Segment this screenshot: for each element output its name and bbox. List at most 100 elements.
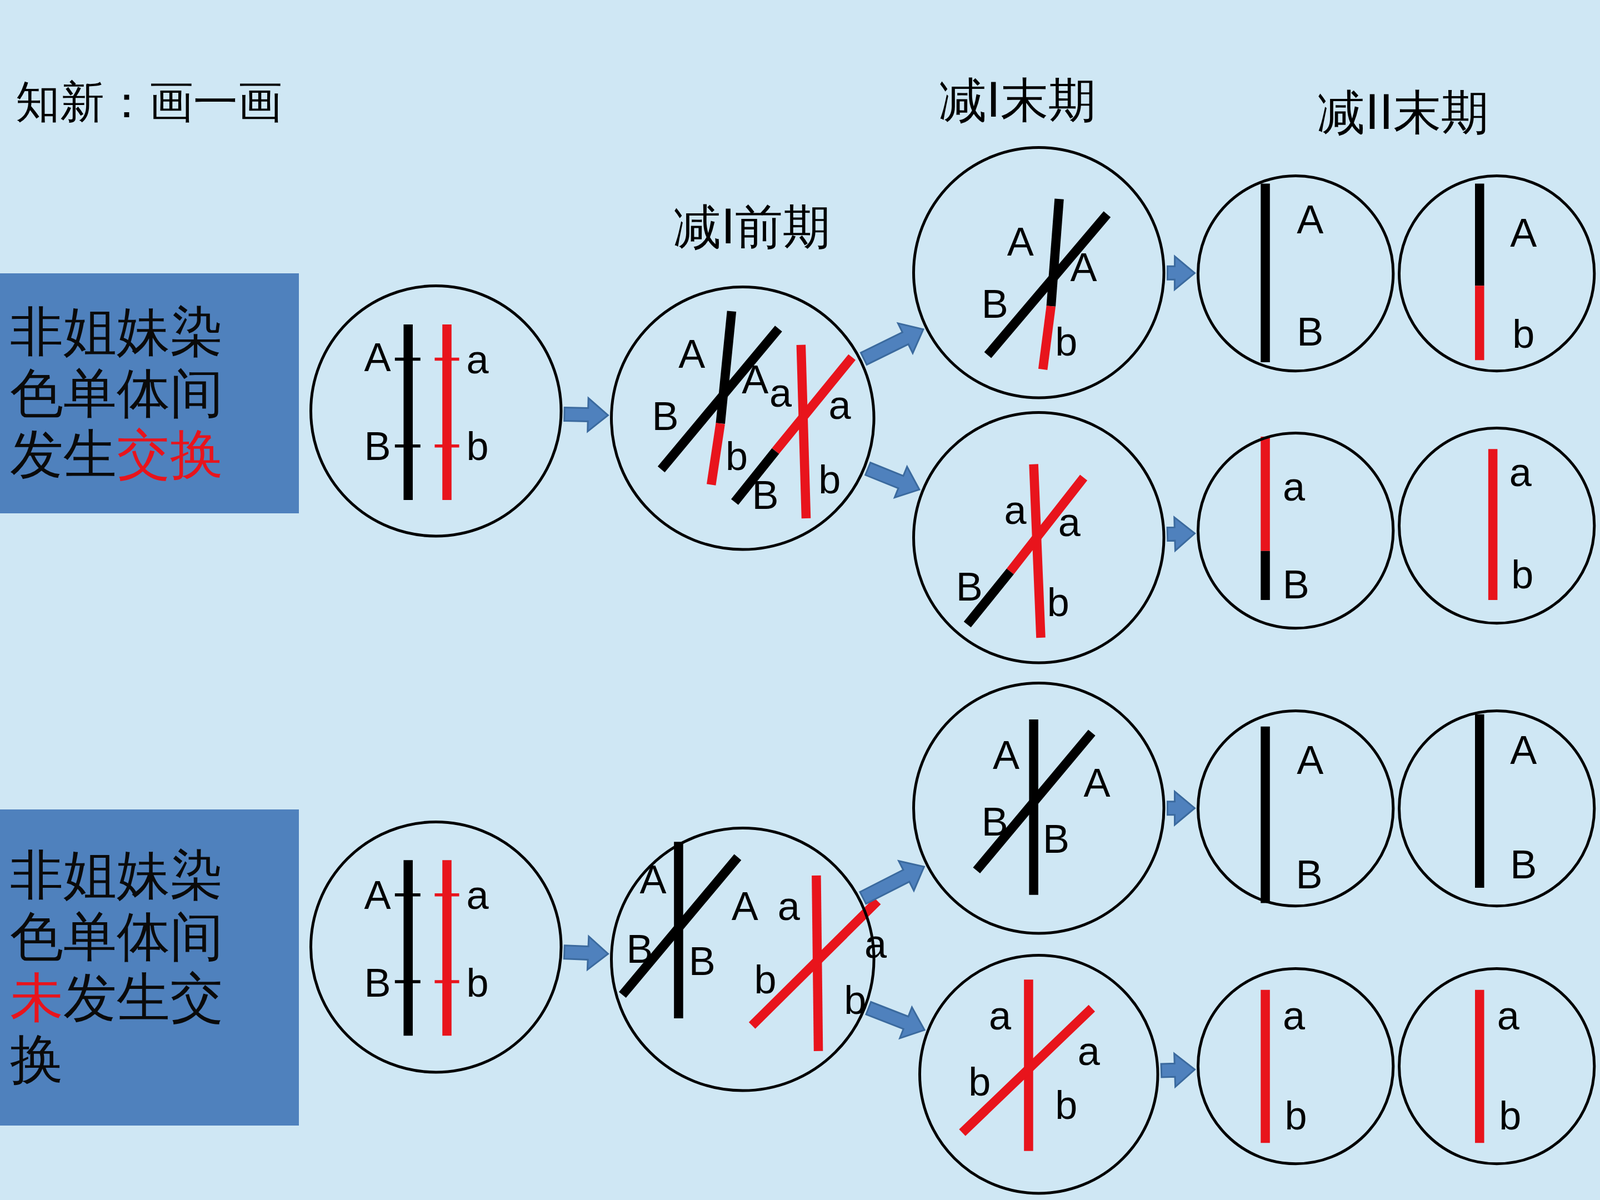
chromosome-strand bbox=[1260, 436, 1270, 552]
cell-circle: AB bbox=[1196, 174, 1395, 373]
allele-label: a bbox=[988, 995, 1012, 1036]
chromosome-strand bbox=[434, 980, 459, 984]
cell-circle: ab bbox=[1397, 967, 1596, 1165]
cell-circle: aB bbox=[1196, 431, 1395, 630]
allele-label: B bbox=[981, 801, 1009, 842]
chromosome-strand bbox=[395, 357, 421, 362]
allele-label: b bbox=[466, 962, 489, 1003]
text-char: 体 bbox=[116, 905, 170, 968]
stage-label: 减I前期 bbox=[673, 200, 831, 253]
allele-label: B bbox=[1296, 311, 1324, 352]
allele-label: B bbox=[981, 283, 1009, 324]
allele-label: a bbox=[1282, 995, 1305, 1036]
allele-label: b bbox=[1511, 554, 1534, 595]
allele-label: a bbox=[1282, 466, 1305, 507]
allele-label: b bbox=[968, 1061, 991, 1102]
chromosome-strand bbox=[1260, 726, 1270, 904]
cell-circle: aabb bbox=[918, 953, 1159, 1195]
chromosome-strand bbox=[1260, 551, 1270, 600]
cell-membrane bbox=[1399, 427, 1595, 623]
cell-membrane bbox=[310, 821, 562, 1073]
allele-label: b bbox=[1512, 313, 1535, 354]
text-char: 发 bbox=[63, 966, 117, 1029]
allele-label: A bbox=[1007, 221, 1034, 262]
chromosome-strand bbox=[1475, 183, 1485, 287]
chromosome-strand bbox=[434, 357, 459, 362]
allele-label: A bbox=[1510, 212, 1537, 253]
text-char: 姐 bbox=[63, 300, 117, 363]
block-arrow bbox=[1161, 1053, 1195, 1087]
chromosome-strand bbox=[976, 732, 1093, 871]
text-char: 妹 bbox=[116, 300, 170, 363]
cell-outline bbox=[912, 146, 1166, 400]
text-char: 交 bbox=[170, 966, 224, 1029]
cell-membrane bbox=[611, 827, 875, 1091]
cell-outline bbox=[309, 284, 563, 538]
cell-circle: AaBb bbox=[309, 284, 563, 538]
text-char: 妹 bbox=[116, 843, 170, 907]
allele-label: A bbox=[1083, 762, 1110, 803]
allele-label: B bbox=[1282, 564, 1310, 605]
chromosome-strand bbox=[1475, 714, 1485, 888]
cell-circle: AAaaBbBb bbox=[610, 285, 876, 552]
cell-membrane bbox=[1198, 968, 1394, 1164]
allele-label: b bbox=[754, 959, 777, 1000]
text-char: 未 bbox=[10, 966, 64, 1029]
chromosome-strand bbox=[1475, 990, 1485, 1144]
allele-label: B bbox=[752, 475, 779, 515]
block-arrow bbox=[861, 323, 924, 365]
cell-outline bbox=[912, 411, 1166, 665]
allele-label: B bbox=[626, 928, 654, 969]
chromosome-strand bbox=[1475, 285, 1485, 360]
allele-label: B bbox=[1042, 818, 1070, 859]
chromosome-strand bbox=[1051, 198, 1060, 307]
text-char: 非 bbox=[10, 300, 64, 363]
allele-label: B bbox=[688, 941, 716, 982]
allele-label: b bbox=[1047, 582, 1070, 623]
cell-outline bbox=[309, 820, 563, 1074]
text-char: 发 bbox=[10, 423, 64, 486]
allele-label: A bbox=[741, 359, 769, 400]
condition-text: 非姐妹染色单体间未发生交换 bbox=[10, 844, 234, 1090]
cell-membrane bbox=[1399, 968, 1595, 1164]
allele-label: b bbox=[1498, 1095, 1522, 1136]
cell-circle: AABBaabb bbox=[610, 826, 876, 1093]
allele-label: a bbox=[1497, 995, 1520, 1036]
cell-membrane bbox=[611, 287, 875, 550]
allele-label: b bbox=[1055, 1085, 1078, 1125]
allele-label: a bbox=[828, 385, 852, 425]
chromosome-strand bbox=[403, 860, 413, 1036]
allele-label: B bbox=[364, 426, 392, 467]
block-arrow bbox=[1167, 791, 1195, 825]
cell-circle: ab bbox=[1397, 426, 1596, 625]
cell-outline bbox=[912, 681, 1166, 935]
chromosome-strand bbox=[1488, 448, 1498, 600]
allele-label: a bbox=[864, 923, 887, 964]
cell-circle: AaBb bbox=[309, 820, 563, 1074]
cell-membrane bbox=[1198, 710, 1394, 906]
block-arrow bbox=[1167, 256, 1195, 290]
condition-text: 非姐妹染色单体间发生交换 bbox=[10, 301, 234, 485]
allele-label: b bbox=[1055, 321, 1078, 362]
cell-membrane bbox=[1399, 710, 1595, 906]
cell-circle: AB bbox=[1397, 709, 1596, 908]
chromosome-strand bbox=[801, 345, 807, 519]
allele-label: b bbox=[1285, 1095, 1308, 1136]
chromosome-strand bbox=[395, 893, 421, 897]
text-char: 单 bbox=[63, 905, 117, 968]
text-char: 染 bbox=[170, 300, 224, 363]
cell-membrane bbox=[310, 286, 562, 537]
chromosome-strand bbox=[1033, 464, 1042, 638]
allele-label: b bbox=[725, 436, 748, 477]
block-arrow bbox=[564, 398, 609, 432]
chromosome-group bbox=[395, 183, 1493, 1152]
allele-label: A bbox=[1296, 199, 1324, 240]
chromosome-strand bbox=[661, 328, 779, 469]
chromosome-strand bbox=[395, 444, 421, 448]
cell-membrane bbox=[1198, 176, 1394, 372]
allele-label: A bbox=[1296, 740, 1324, 780]
allele-label: A bbox=[992, 735, 1020, 775]
text-char: 间 bbox=[170, 362, 224, 425]
slide-title: 知新：画一画 bbox=[15, 77, 283, 127]
